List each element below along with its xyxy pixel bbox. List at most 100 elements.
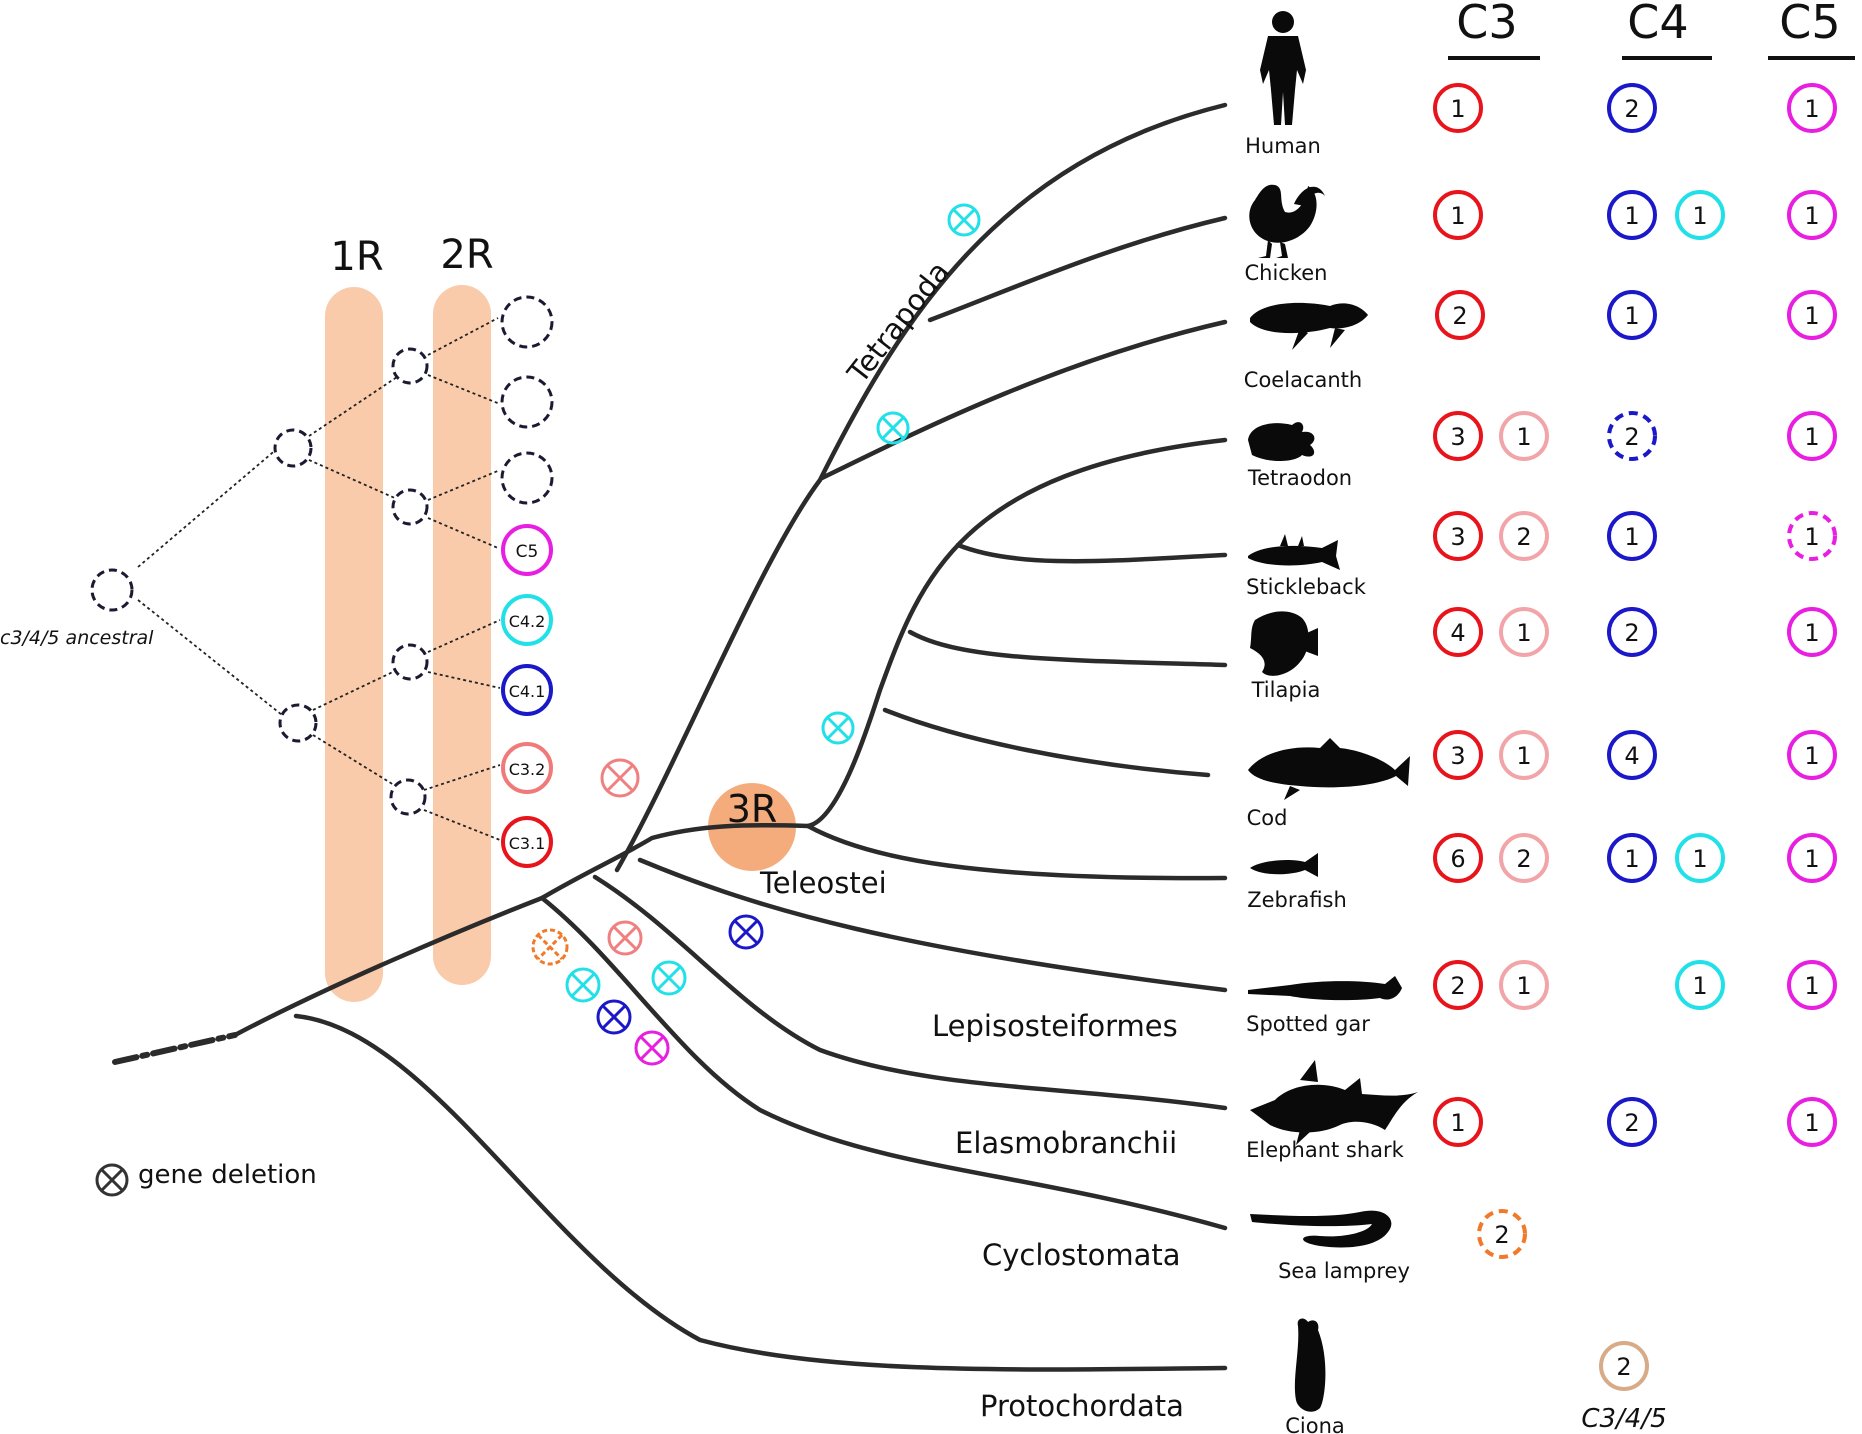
count-ciona-c345: 2 bbox=[1616, 1353, 1631, 1381]
count-human-c5: 1 bbox=[1804, 95, 1819, 123]
count-human-c4: 2 bbox=[1624, 95, 1639, 123]
deletion-icon bbox=[821, 711, 855, 745]
legend-label: gene deletion bbox=[138, 1160, 317, 1190]
column-c3: C3 bbox=[1456, 0, 1517, 49]
clade-cyclostomata: Cyclostomata bbox=[982, 1238, 1181, 1272]
count-tilapia-c3-1: 4 bbox=[1450, 619, 1465, 647]
zebrafish-icon bbox=[1250, 853, 1318, 877]
species-tetraodon: Tetraodon bbox=[1247, 466, 1352, 490]
species-human: Human bbox=[1245, 134, 1321, 158]
species-spotted-gar: Spotted gar bbox=[1246, 1012, 1370, 1036]
ciona-gene-label: C3/4/5 bbox=[1581, 1404, 1666, 1434]
species-elephant-shark: Elephant shark bbox=[1246, 1138, 1405, 1162]
count-coelacanth-c3: 2 bbox=[1452, 302, 1467, 330]
count-tetraodon-c5: 1 bbox=[1804, 423, 1819, 451]
silhouettes bbox=[1248, 11, 1418, 1412]
count-stickleback-c4: 1 bbox=[1624, 523, 1639, 551]
tetraodon-icon bbox=[1248, 422, 1315, 462]
count-coelacanth-c5: 1 bbox=[1804, 302, 1819, 330]
paralog-c5: C5 bbox=[516, 542, 539, 562]
deletion-icon bbox=[634, 1030, 670, 1066]
copy-number-table: 1 2 1 1 1 1 1 2 1 1 3 1 2 1 3 2 bbox=[1433, 83, 1837, 1434]
1r-duplication-bar bbox=[325, 287, 383, 1002]
2r-label: 2R bbox=[440, 232, 493, 278]
elephant-shark-icon bbox=[1250, 1060, 1418, 1145]
1r-label: 1R bbox=[330, 234, 383, 280]
species-zebrafish: Zebrafish bbox=[1247, 888, 1347, 912]
deletion-icon bbox=[947, 203, 981, 237]
legend-deletion-icon bbox=[95, 1163, 129, 1197]
count-zebrafish-c5: 1 bbox=[1804, 845, 1819, 873]
deletion-icon bbox=[600, 758, 640, 798]
paralog-c3-2: C3.2 bbox=[509, 760, 546, 779]
count-elephant-shark-c3: 1 bbox=[1450, 1109, 1465, 1137]
species-cod: Cod bbox=[1247, 806, 1288, 830]
paralog-c4-1: C4.1 bbox=[509, 682, 546, 701]
paralog-circles: C5 C4.2 C4.1 C3.2 C3.1 bbox=[501, 524, 553, 868]
count-tilapia-c3-2: 1 bbox=[1516, 619, 1531, 647]
count-spotted-gar-c5: 1 bbox=[1804, 972, 1819, 1000]
count-zebrafish-c4-1: 1 bbox=[1624, 845, 1639, 873]
clade-lepisosteiformes: Lepisosteiformes bbox=[932, 1009, 1178, 1043]
chicken-icon bbox=[1249, 184, 1325, 258]
count-chicken-c3: 1 bbox=[1450, 202, 1465, 230]
clade-elasmobranchii: Elasmobranchii bbox=[955, 1126, 1177, 1160]
count-chicken-c4-2: 1 bbox=[1692, 202, 1707, 230]
species-tilapia: Tilapia bbox=[1251, 678, 1321, 702]
clade-tetrapoda: Tetrapoda bbox=[840, 255, 956, 390]
species-coelacanth: Coelacanth bbox=[1244, 368, 1362, 392]
count-cod-c4: 4 bbox=[1624, 742, 1639, 770]
count-human-c3: 1 bbox=[1450, 95, 1465, 123]
ciona-icon bbox=[1294, 1318, 1326, 1412]
deletion-icon bbox=[728, 914, 764, 950]
count-tilapia-c5: 1 bbox=[1804, 619, 1819, 647]
paralog-c3-1: C3.1 bbox=[509, 834, 546, 853]
human-icon bbox=[1260, 11, 1306, 125]
count-tetraodon-c3-2: 1 bbox=[1516, 423, 1531, 451]
deletion-icon bbox=[651, 960, 687, 996]
count-zebrafish-c4-2: 1 bbox=[1692, 845, 1707, 873]
deletion-markers bbox=[531, 203, 981, 1066]
paralog-c4-2: C4.2 bbox=[509, 612, 546, 631]
clade-teleostei: Teleostei bbox=[759, 866, 887, 900]
species-stickleback: Stickleback bbox=[1246, 575, 1367, 599]
stickleback-icon bbox=[1248, 534, 1340, 570]
species-tree bbox=[112, 102, 1228, 1372]
column-c5: C5 bbox=[1779, 0, 1840, 49]
count-spotted-gar-c4-2: 1 bbox=[1692, 972, 1707, 1000]
species-labels: Human Chicken Coelacanth Tetraodon Stick… bbox=[1244, 134, 1410, 1434]
tilapia-icon bbox=[1250, 611, 1318, 676]
deletion-icon bbox=[876, 411, 910, 445]
count-spotted-gar-c3-1: 2 bbox=[1450, 972, 1465, 1000]
deletion-icon bbox=[596, 999, 632, 1035]
ancestral-duplication-tree bbox=[90, 295, 554, 841]
count-tetraodon-c3-1: 3 bbox=[1450, 423, 1465, 451]
count-elephant-shark-c4: 2 bbox=[1624, 1109, 1639, 1137]
count-cod-c5: 1 bbox=[1804, 742, 1819, 770]
column-c4: C4 bbox=[1627, 0, 1688, 49]
count-cod-c3-2: 1 bbox=[1516, 742, 1531, 770]
count-chicken-c4-1: 1 bbox=[1624, 202, 1639, 230]
count-stickleback-c3-2: 2 bbox=[1516, 523, 1531, 551]
cod-icon bbox=[1248, 738, 1410, 800]
count-coelacanth-c4: 1 bbox=[1624, 302, 1639, 330]
deletion-icon bbox=[607, 920, 643, 956]
count-tilapia-c4: 2 bbox=[1624, 619, 1639, 647]
count-elephant-shark-c5: 1 bbox=[1804, 1109, 1819, 1137]
count-stickleback-c5: 1 bbox=[1804, 523, 1819, 551]
count-tetraodon-c4: 2 bbox=[1624, 423, 1639, 451]
sea-lamprey-icon bbox=[1250, 1210, 1392, 1248]
species-ciona: Ciona bbox=[1285, 1414, 1345, 1434]
clade-protochordata: Protochordata bbox=[980, 1389, 1184, 1423]
count-stickleback-c3-1: 3 bbox=[1450, 523, 1465, 551]
count-cod-c3-1: 3 bbox=[1450, 742, 1465, 770]
spotted-gar-icon bbox=[1248, 976, 1402, 1001]
count-spotted-gar-c3-2: 1 bbox=[1516, 972, 1531, 1000]
2r-duplication-bar bbox=[433, 285, 491, 985]
column-headers: C3 C4 C5 bbox=[1448, 0, 1855, 60]
ancestral-label: c3/4/5 ancestral bbox=[0, 627, 154, 649]
species-sea-lamprey: Sea lamprey bbox=[1278, 1259, 1410, 1283]
count-sea-lamprey-c3: 2 bbox=[1494, 1221, 1509, 1249]
coelacanth-icon bbox=[1250, 302, 1368, 350]
